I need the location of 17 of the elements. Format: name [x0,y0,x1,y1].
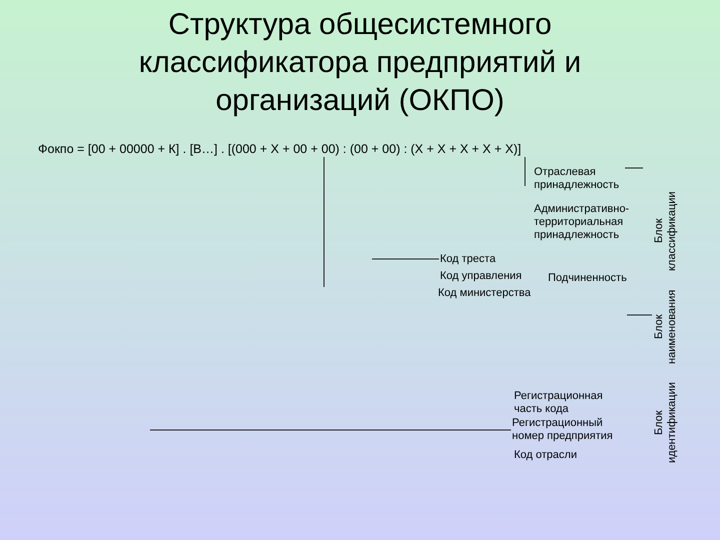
field-label: Административно-территориальная принадлежность [534,203,630,242]
code-formula: Фокпо = [00 + 00000 + К] . [В…] . [(000 + Х + 00 + 00) : (00 + 00) : (Х + Х + Х + Х + Х)] [38,143,522,156]
field-label: Отраслевая принадлежность [534,166,644,192]
field-label: Код треста [440,253,496,266]
field-label: Код отрасли [514,449,577,462]
leader-line [372,258,440,260]
field-label: Подчиненность [548,272,627,285]
field-label: Регистрационный номер предприятия [512,417,624,443]
title: Структура общесистемного классификатора предприятий и организаций (ОКПО) [138,7,582,119]
field-label: Код министерства [438,287,531,300]
block-label: Блок классификации [653,190,679,273]
field-label: Код управления [440,270,522,283]
leader-line [626,314,652,316]
block-label: Блок идентификации [653,382,679,466]
block-label: Блок наименования [653,284,679,370]
leader-line [524,156,526,186]
field-label: Регистрационная часть кода [514,390,604,416]
